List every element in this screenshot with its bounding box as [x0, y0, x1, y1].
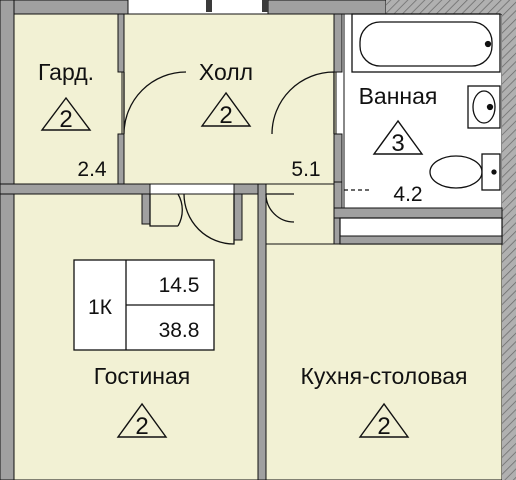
living-name: Гостиная [94, 363, 191, 389]
door-swing-icon [149, 193, 183, 227]
wardrobe-marker-number: 2 [59, 106, 72, 133]
wardrobe-area: 2.4 [77, 158, 107, 181]
hall-name: Холл [199, 59, 253, 85]
door-swing-icon [123, 71, 187, 135]
hall-marker: 2 [200, 91, 252, 129]
hall-marker-number: 2 [219, 102, 232, 129]
bathtub-icon [351, 13, 501, 73]
room-labels: Гард. 2 2.4 Холл 2 5.1 Ванная 3 4.2 Гост… [38, 59, 467, 440]
bathroom-marker-number: 3 [391, 130, 404, 157]
wall-entry-jamb-left [206, 0, 212, 12]
wall-wardrobe-hall-upper [117, 13, 125, 73]
kitchen-marker: 2 [358, 402, 410, 440]
wardrobe-name: Гард. [38, 59, 94, 85]
living-marker: 2 [116, 402, 168, 440]
total-area-value: 38.8 [159, 319, 200, 342]
wall-bath-kitchen [333, 207, 503, 219]
sink-icon [467, 85, 501, 129]
bathroom-name: Ванная [359, 83, 438, 109]
wall-hall-bath-upper [333, 13, 343, 73]
wall-kitchen-ledge [339, 235, 503, 245]
room-marker-triangle-icon [372, 119, 424, 155]
wall-entry-jamb-right [262, 0, 268, 12]
hall-area: 5.1 [291, 158, 320, 181]
wall-living-stub-2 [233, 193, 243, 241]
wall-right [502, 0, 516, 480]
apartment-type: 1К [88, 296, 113, 319]
hall-floor [121, 13, 337, 185]
room-marker-triangle-icon [200, 91, 252, 127]
wall-living-kitchen [257, 183, 267, 480]
wall-top-mid [267, 0, 387, 15]
info-box: 1К 14.5 38.8 [73, 259, 215, 351]
wall-wardrobe-hall-lower [117, 133, 125, 187]
wall-living-stub [141, 193, 151, 225]
room-marker-triangle-icon [358, 402, 410, 438]
wall-hall-bath-lower [333, 133, 343, 183]
wall-left [0, 0, 15, 480]
bathroom-area: 4.2 [393, 183, 422, 206]
door-swing-icon [271, 71, 335, 135]
wardrobe-marker: 2 [40, 96, 92, 133]
toilet-icon [429, 153, 501, 191]
bathroom-marker: 3 [372, 119, 424, 157]
living-marker-number: 2 [135, 413, 148, 440]
kitchen-marker-number: 2 [377, 413, 390, 440]
kitchen-name: Кухня-столовая [301, 363, 468, 389]
doors [123, 71, 370, 245]
door-swing-icon [183, 193, 235, 245]
wall-top-right [386, 0, 516, 14]
wall-mid-left [0, 183, 151, 195]
living-area-value: 14.5 [159, 274, 200, 297]
bathroom-fixtures [351, 13, 501, 191]
room-marker-triangle-icon [116, 402, 168, 438]
corridor-floor [265, 183, 337, 245]
door-swing-icon [265, 193, 295, 223]
kitchen-floor [265, 243, 503, 480]
wardrobe-floor [13, 13, 123, 185]
wall-top-left [0, 0, 129, 15]
room-marker-triangle-icon [40, 96, 92, 131]
